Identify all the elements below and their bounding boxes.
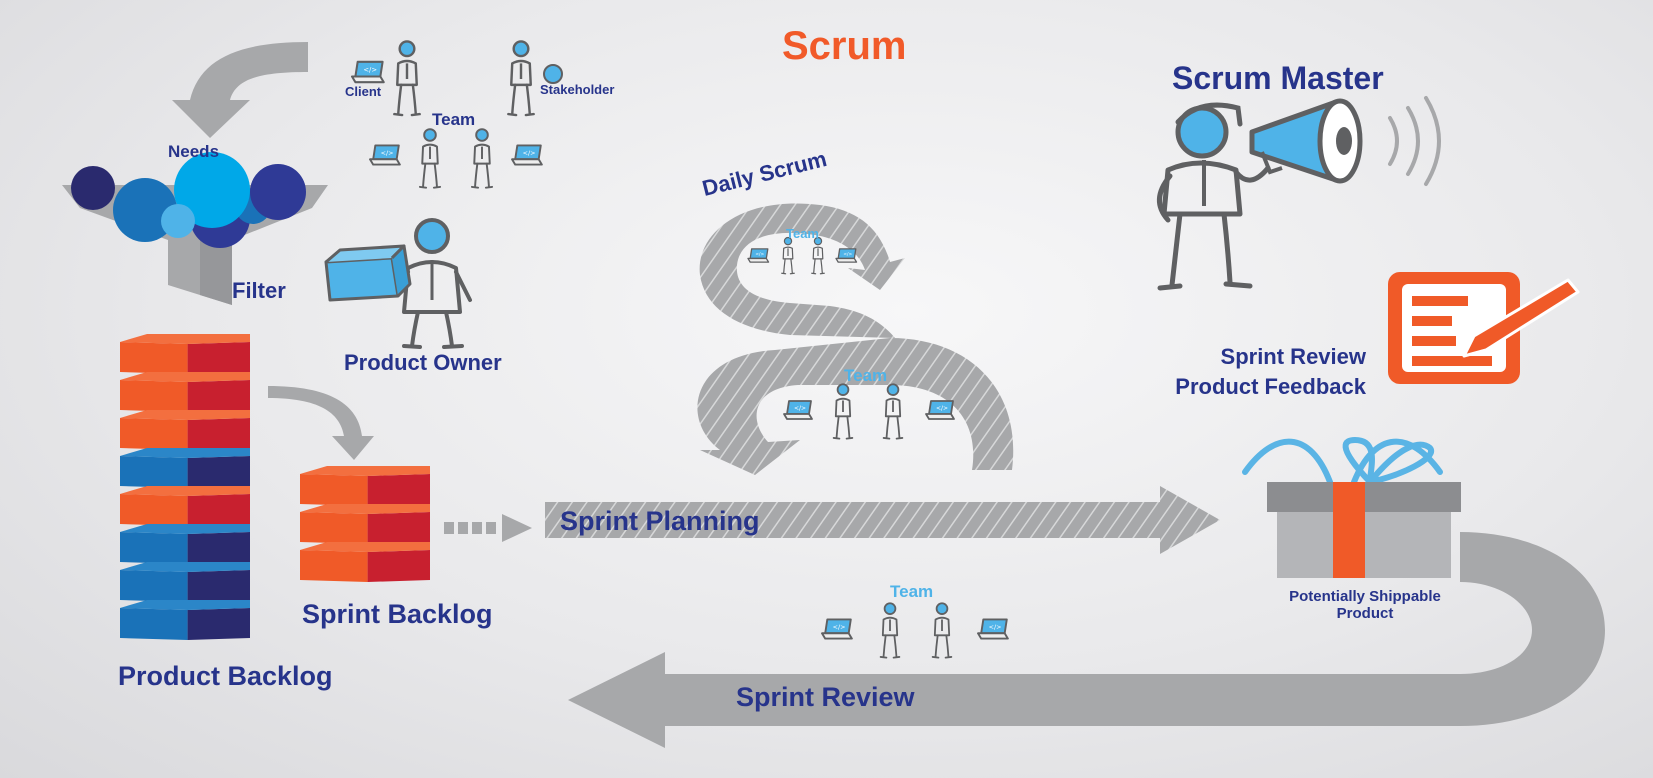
needs-label: Needs [168,142,220,161]
product-backlog-block [120,562,250,602]
filter-label: Filter [232,278,286,303]
gift-box-icon [1242,436,1461,578]
shippable-line2: Product [1336,605,1394,622]
needs-circles-icon [71,152,306,248]
product-owner-label: Product Owner [344,350,502,375]
shippable-line1: Potentially Shippable [1289,588,1441,605]
product-backlog-block [120,486,250,526]
notepad-pencil-icon [1388,272,1580,384]
sprint-planning-label: Sprint Planning [560,506,760,536]
team-review-label: Team [890,582,934,601]
team-review-figures-icon [821,602,1009,659]
client-label: Client [345,84,382,99]
sprint-review-return-arrow-icon [568,532,1605,748]
sprint-backlog-stack-icon [300,466,430,582]
stack-transfer-arrow-icon [268,386,374,460]
curved-arrow-icon [172,42,308,138]
review-feedback-line1: Sprint Review [1220,344,1366,369]
product-backlog-block [120,410,250,450]
team-loop-label: Team [844,366,888,385]
sprint-backlog-block [300,542,430,582]
sprint-planning-arrow-icon [545,486,1220,554]
sprint-review-label: Sprint Review [736,682,915,712]
review-feedback-line2: Product Feedback [1175,374,1366,399]
daily-scrum-loop-icon [697,203,1014,475]
sprint-backlog-block [300,504,430,544]
scrum-master-label: Scrum Master [1172,60,1384,96]
stakeholder-label: Stakeholder [540,82,615,97]
team-daily-label: Team [786,226,819,241]
product-backlog-block [120,334,250,374]
sprint-backlog-block [300,466,430,506]
product-owner-figure-icon [324,218,472,349]
sprint-backlog-label: Sprint Backlog [302,599,493,629]
scrum-master-figure-icon [1157,102,1271,291]
dotted-arrow-icon [444,514,532,542]
product-backlog-block [120,524,250,564]
product-backlog-block [120,448,250,488]
client-figure-icon [350,40,421,117]
product-backlog-label: Product Backlog [118,661,333,691]
megaphone-icon [1249,96,1441,186]
review-feedback-label: Sprint Review Product Feedback [1130,344,1366,400]
team-figures-icon [369,128,543,189]
product-backlog-block [120,600,250,640]
team-top-label: Team [432,110,476,129]
shippable-product-label: Potentially Shippable Product [1250,588,1480,622]
product-backlog-block [120,372,250,412]
stakeholder-figure-icon [507,40,563,117]
team-loop-figures-icon [783,383,955,440]
product-backlog-stack-icon [120,334,250,640]
page-title: Scrum [782,24,907,68]
